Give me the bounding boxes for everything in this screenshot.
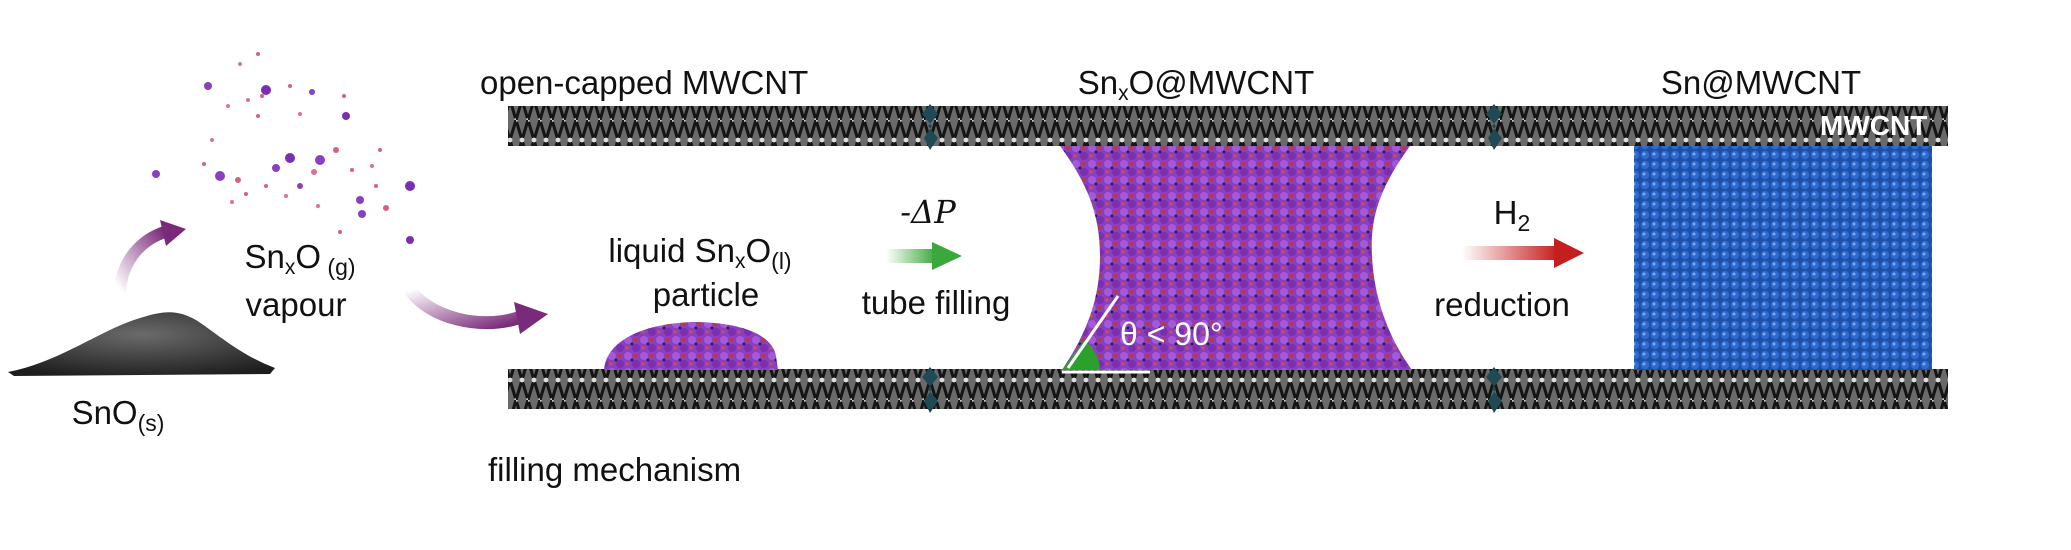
vapour-particles — [152, 52, 415, 244]
vapour-particle — [288, 84, 292, 88]
vapour-particle — [238, 62, 242, 66]
vapour-particle — [246, 98, 250, 102]
vapour-particle — [285, 153, 295, 163]
sno-solid-label: SnO(s) — [72, 396, 165, 435]
sno-solid-mound — [8, 312, 275, 376]
liquid-snxo-droplet — [604, 322, 778, 370]
contact-angle-label: θ < 90° — [1120, 318, 1223, 350]
vapour-particle — [311, 169, 317, 175]
h2-label: H2 — [1494, 196, 1531, 235]
vapour-formula-label: SnxO (g) — [244, 240, 355, 279]
delta-p-label: -ΔP — [900, 196, 955, 228]
sn-at-mwcnt-label: Sn@MWCNT — [1661, 66, 1861, 99]
vapour-particle — [264, 184, 268, 188]
vapour-into-tube-arrow — [410, 290, 548, 334]
vapour-particle — [315, 155, 325, 165]
vapour-particle — [256, 114, 260, 118]
snxo-filled-column — [1060, 146, 1412, 370]
vapour-particle — [356, 196, 364, 204]
vapour-particle — [298, 112, 302, 116]
vapour-particle — [210, 138, 214, 142]
vapour-particle — [215, 171, 225, 181]
particle-label: particle — [653, 278, 759, 311]
nanotube-top-wall — [508, 106, 1948, 146]
vapour-particle — [370, 164, 374, 168]
vapour-particle — [358, 210, 366, 218]
tube-filling-label: tube filling — [862, 286, 1011, 319]
vapour-particle — [256, 52, 260, 56]
open-capped-mwcnt-label: open-capped MWCNT — [480, 66, 808, 99]
vapour-particle — [316, 204, 320, 208]
vapour-particle — [230, 200, 234, 204]
sn-filled-block — [1634, 146, 1932, 370]
vapour-particle — [261, 85, 271, 95]
vapour-particle — [284, 194, 288, 198]
vapour-particle — [226, 104, 230, 108]
vapour-label: vapour — [246, 288, 347, 321]
vapour-particle — [260, 94, 264, 98]
vapour-particle — [405, 181, 415, 191]
liquid-snxo-label: liquid SnxO(l) — [608, 234, 791, 273]
vapour-particle — [374, 184, 378, 188]
filling-mechanism-caption: filling mechanism — [488, 453, 741, 486]
vapour-particle — [350, 168, 354, 172]
vapour-particle — [309, 89, 315, 95]
reduction-label: reduction — [1434, 288, 1570, 321]
nanotube-bottom-wall — [508, 369, 1948, 409]
vapour-rise-arrow — [120, 220, 186, 290]
vapour-particle — [244, 192, 248, 196]
vapour-particle — [202, 162, 206, 166]
vapour-particle — [378, 148, 382, 152]
vapour-particle — [342, 112, 350, 120]
vapour-particle — [342, 94, 346, 98]
snxo-at-mwcnt-label: SnxO@MWCNT — [1078, 66, 1315, 104]
vapour-particle — [204, 82, 212, 90]
vapour-particle — [338, 230, 342, 234]
vapour-particle — [272, 164, 280, 172]
reduction-arrow — [1462, 238, 1584, 268]
vapour-particle — [406, 236, 414, 244]
vapour-particle — [152, 170, 160, 178]
vapour-particle — [235, 177, 241, 183]
tube-filling-arrow — [886, 242, 962, 270]
vapour-particle — [333, 147, 339, 153]
vapour-particle — [297, 183, 303, 189]
vapour-particle — [383, 205, 389, 211]
mwcnt-wall-label: MWCNT — [1820, 112, 1927, 140]
